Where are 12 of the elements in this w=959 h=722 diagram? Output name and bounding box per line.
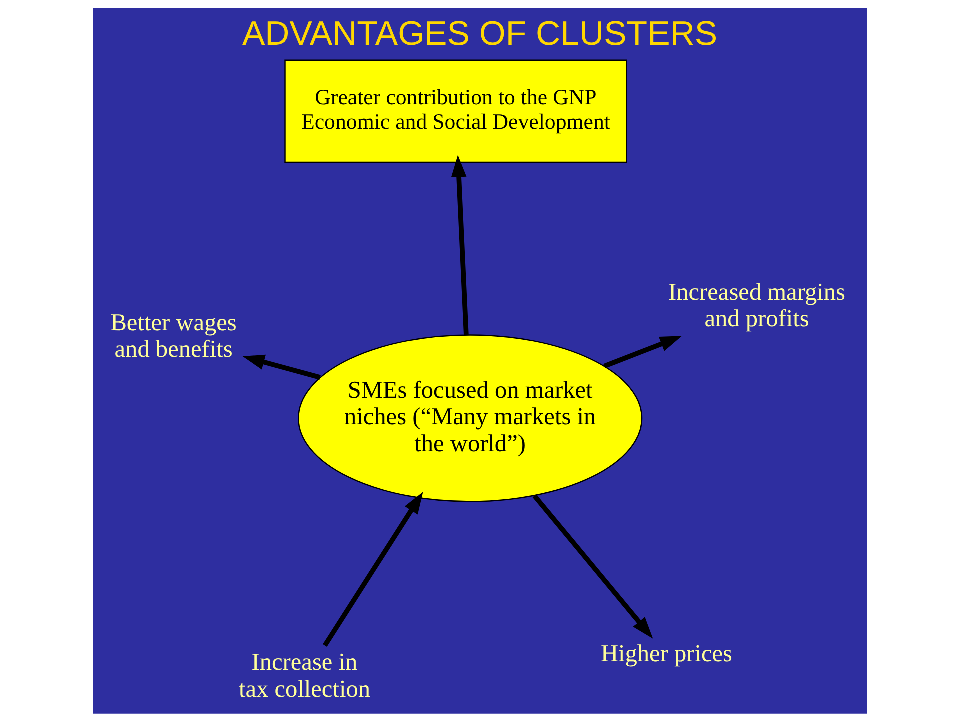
diagram-title: ADVANTAGES OF CLUSTERS [242, 15, 718, 54]
arrow [450, 155, 468, 336]
node-text: Increased margins and profits [668, 278, 846, 333]
node-text: Better wages and benefits [110, 309, 236, 364]
arrow [322, 492, 423, 647]
node-text: Increase in tax collection [238, 649, 370, 703]
arrow [532, 494, 653, 639]
node-box: Greater contribution to the GNP Economic and Social Development [284, 60, 627, 164]
node-text: Higher prices [600, 640, 732, 668]
arrow [603, 336, 682, 369]
node-ellipse: SMEs focused on market niches (“Many markets in the world”) [298, 334, 642, 502]
arrow [242, 354, 320, 380]
